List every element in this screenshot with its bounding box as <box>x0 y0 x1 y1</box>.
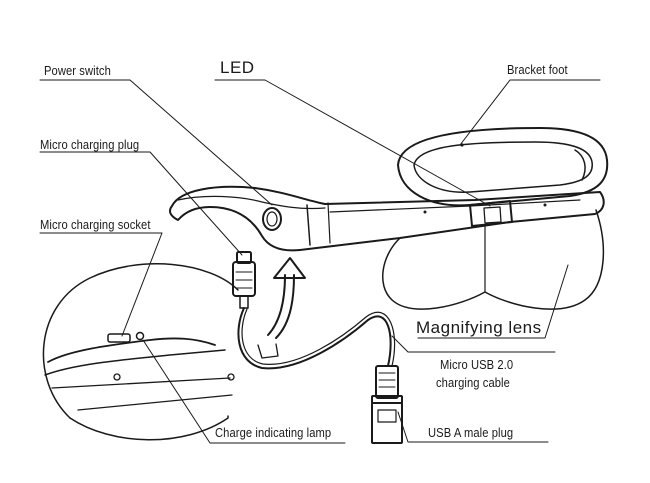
label-magnifying-lens: Magnifying lens <box>416 318 542 337</box>
bracket-foot-drawing <box>397 127 609 207</box>
detail-zoom-drawing <box>42 263 279 441</box>
magnifying-lens-drawing <box>382 209 605 310</box>
micro-charging-socket-leader <box>39 232 163 337</box>
micro-charging-plug-leader <box>39 151 243 256</box>
label-micro-charging-plug: Micro charging plug <box>40 137 140 152</box>
power-switch-leader <box>39 79 273 206</box>
label-bracket-foot: Bracket foot <box>507 62 568 77</box>
power-switch-drawing <box>262 207 282 231</box>
usb-a-plug-leader <box>397 411 549 443</box>
label-led: LED <box>220 58 255 77</box>
usb-a-plug-drawing <box>371 365 403 444</box>
label-usb-a-male-plug: USB A male plug <box>428 425 514 440</box>
callout-lines <box>39 79 601 444</box>
label-micro-usb-line1: Micro USB 2.0 <box>440 357 514 372</box>
led-module-drawing <box>469 200 513 227</box>
charging-cable-drawing <box>237 307 396 370</box>
magnifying-lens-leader <box>417 264 569 339</box>
micro-charging-plug-drawing <box>232 251 256 309</box>
label-power-switch: Power switch <box>44 63 111 78</box>
headband-drawing <box>169 185 605 252</box>
bracket-foot-leader <box>459 79 601 146</box>
label-charge-indicating-lamp: Charge indicating lamp <box>215 425 332 440</box>
label-micro-charging-socket: Micro charging socket <box>40 217 151 232</box>
label-micro-usb-line2: charging cable <box>436 375 510 390</box>
insert-direction-arrow <box>267 257 306 339</box>
charge-lamp-leader <box>142 339 346 444</box>
micro-usb-cable-leader <box>391 335 556 353</box>
led-leader <box>214 79 491 207</box>
